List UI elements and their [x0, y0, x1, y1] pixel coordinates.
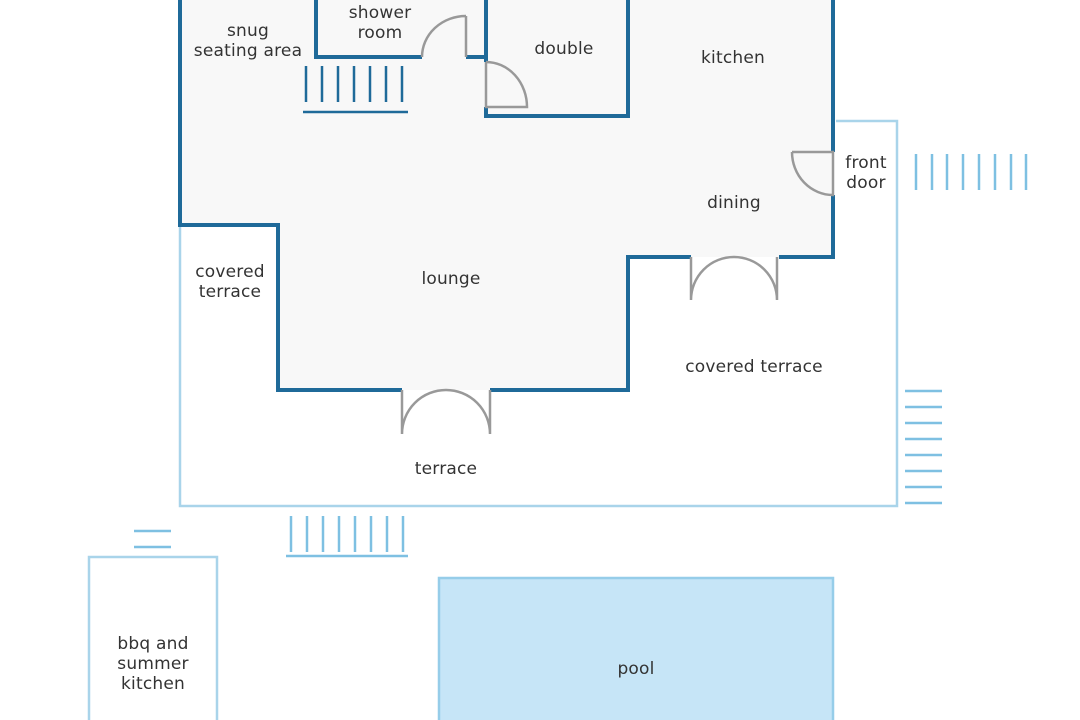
house-exterior-wall-east: [779, 195, 835, 259]
front-door-steps: [914, 154, 1028, 190]
lounge-terrace-door: [400, 388, 492, 435]
bbq-steps: [134, 529, 171, 549]
terrace-south-steps: [286, 516, 408, 558]
outdoor-steps: [134, 154, 1028, 558]
house-interior: [180, 0, 833, 390]
shower-room-door: [420, 14, 468, 58]
double-room-door: [484, 60, 529, 109]
covered-terrace-left-label: covered terrace: [195, 262, 265, 302]
interior-stairs: [303, 66, 408, 114]
pool: [437, 576, 835, 720]
terrace-label: terrace: [414, 459, 478, 479]
snug-label: snug seating area: [193, 21, 303, 61]
double-room-label: double: [534, 39, 594, 59]
doors: [400, 14, 835, 435]
shower-room-wall: [314, 0, 422, 59]
front-door: [790, 150, 835, 197]
covered-terrace-right-label: covered terrace: [685, 357, 823, 377]
terrace-east-steps: [905, 389, 942, 505]
kitchen-label: kitchen: [701, 48, 765, 68]
front-door-label: front door: [845, 153, 887, 193]
pool-label: pool: [617, 659, 655, 679]
shower-room-label: shower room: [348, 3, 412, 43]
bbq-summer-kitchen-outline: [87, 555, 219, 720]
terrace-outline: [178, 119, 899, 508]
bbq-summer-kitchen-label: bbq and summer kitchen: [117, 634, 189, 694]
dining-label: dining: [707, 193, 761, 213]
dining-terrace-door: [689, 255, 779, 301]
lounge-label: lounge: [421, 269, 481, 289]
double-room-wall-lower: [484, 0, 630, 118]
house-exterior-wall-right: [490, 255, 691, 392]
house-exterior-wall-left: [178, 0, 402, 392]
